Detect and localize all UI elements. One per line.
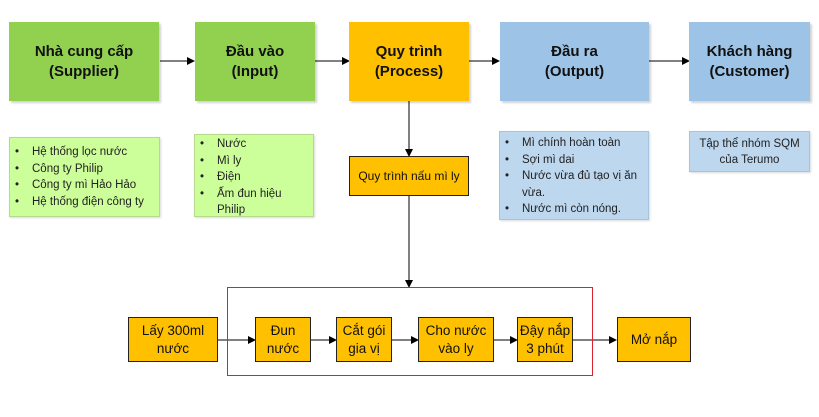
- process-detail-box: Quy trình nấu mì ly: [349, 156, 469, 196]
- process-box: Quy trình(Process): [349, 22, 469, 101]
- list-item: Nước: [195, 136, 305, 153]
- output-box: Đầu ra(Output): [500, 22, 649, 101]
- list-item: Nước vừa đủ tạo vị ăn vừa.: [500, 168, 642, 201]
- list-item: Điện: [195, 169, 305, 186]
- supplier-box: Nhà cung cấp(Supplier): [9, 22, 159, 101]
- process-frame: [227, 287, 593, 376]
- list-item: Mì ly: [195, 153, 305, 170]
- list-item: Hệ thống lọc nước: [10, 144, 159, 161]
- list-item: Nước mì còn nóng.: [500, 201, 642, 218]
- list-item: Công ty mì Hảo Hảo: [10, 177, 159, 194]
- input-list: Nước Mì ly Điện Ấm đun hiệu Philip: [194, 134, 314, 217]
- list-item: Mì chính hoàn toàn: [500, 135, 642, 152]
- list-item: Sợi mì dai: [500, 152, 642, 169]
- list-item: Ấm đun hiệu Philip: [195, 186, 305, 219]
- output-list: Mì chính hoàn toàn Sợi mì dai Nước vừa đ…: [499, 131, 649, 220]
- list-item: Công ty Philip: [10, 161, 159, 178]
- supplier-list: Hệ thống lọc nước Công ty Philip Công ty…: [9, 137, 160, 217]
- step-open-lid: Mở nắp: [617, 317, 691, 362]
- list-item: Hệ thống điện công ty: [10, 194, 159, 211]
- customer-box: Khách hàng(Customer): [689, 22, 810, 101]
- input-box: Đầu vào(Input): [195, 22, 315, 101]
